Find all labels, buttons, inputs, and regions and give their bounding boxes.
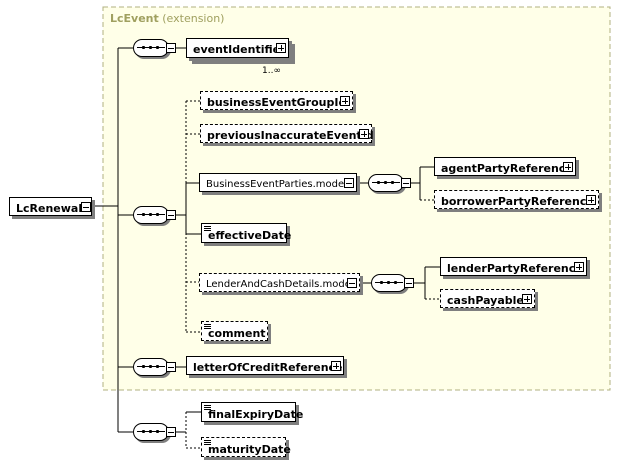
collapse-icon[interactable] xyxy=(401,178,411,188)
group-label: BusinessEventParties.model xyxy=(206,179,347,190)
group-lender-and-cash-details-model[interactable]: LenderAndCashDetails.model xyxy=(199,273,360,292)
expand-icon[interactable] xyxy=(574,262,584,272)
simple-type-icon xyxy=(204,226,211,231)
element-lender-party-reference[interactable]: lenderPartyReference xyxy=(440,257,587,276)
extension-title: LcEvent (extension) xyxy=(110,12,224,25)
expand-icon[interactable] xyxy=(359,129,369,139)
collapse-icon[interactable] xyxy=(347,278,357,288)
element-label: comment xyxy=(208,327,266,340)
cardinality-label: 1..∞ xyxy=(262,66,281,76)
element-effective-date[interactable]: effectiveDate xyxy=(201,223,291,243)
collapse-icon[interactable] xyxy=(166,427,176,437)
expand-icon[interactable] xyxy=(522,294,532,304)
element-label: agentPartyReference xyxy=(441,162,573,175)
element-label: previousInaccurateEventId xyxy=(207,129,374,142)
collapse-icon[interactable] xyxy=(166,362,176,372)
element-previous-inaccurate-event-id[interactable]: previousInaccurateEventId xyxy=(200,124,374,143)
element-agent-party-reference[interactable]: agentPartyReference xyxy=(434,157,576,176)
element-label: businessEventGroupId xyxy=(207,96,347,109)
element-label: effectiveDate xyxy=(208,229,292,242)
element-borrower-party-reference[interactable]: borrowerPartyReference xyxy=(434,190,599,209)
element-label: lenderPartyReference xyxy=(447,262,583,275)
sequence-compositor-letter[interactable] xyxy=(133,358,169,376)
root-label: LcRenewal xyxy=(16,202,83,215)
extension-kind: (extension) xyxy=(162,12,225,25)
element-cash-payable[interactable]: cashPayable xyxy=(440,289,535,308)
element-label: cashPayable xyxy=(447,294,524,307)
collapse-icon[interactable] xyxy=(344,178,354,188)
element-event-identifier[interactable]: eventIdentifier xyxy=(186,38,289,58)
collapse-icon[interactable] xyxy=(404,278,414,288)
collapse-icon[interactable] xyxy=(166,210,176,220)
group-label: LenderAndCashDetails.model xyxy=(206,279,354,290)
sequence-compositor-lender[interactable] xyxy=(371,274,407,292)
element-label: borrowerPartyReference xyxy=(441,195,594,208)
sequence-compositor-main[interactable] xyxy=(133,206,169,224)
element-label: eventIdentifier xyxy=(193,43,286,56)
element-label: maturityDate xyxy=(208,443,291,456)
sequence-compositor-parties[interactable] xyxy=(368,174,404,192)
collapse-icon[interactable] xyxy=(81,202,91,212)
element-label: finalExpiryDate xyxy=(208,408,304,421)
expand-icon[interactable] xyxy=(563,162,573,172)
simple-type-icon xyxy=(204,440,211,445)
element-final-expiry-date[interactable]: finalExpiryDate xyxy=(201,402,303,422)
element-maturity-date[interactable]: maturityDate xyxy=(201,437,291,457)
group-business-event-parties-model[interactable]: BusinessEventParties.model xyxy=(199,173,357,192)
expand-icon[interactable] xyxy=(586,195,596,205)
sequence-compositor-dates[interactable] xyxy=(133,423,169,441)
element-letter-of-credit-reference[interactable]: letterOfCreditReference xyxy=(186,356,344,375)
root-element-lcrenewal[interactable]: LcRenewal xyxy=(9,197,92,216)
sequence-compositor-identifier[interactable] xyxy=(133,39,169,57)
simple-type-icon xyxy=(204,324,211,329)
collapse-icon[interactable] xyxy=(166,43,176,53)
extension-type-name: LcEvent xyxy=(110,12,159,25)
simple-type-icon xyxy=(204,405,211,410)
expand-icon[interactable] xyxy=(276,43,286,53)
element-comment[interactable]: comment xyxy=(201,321,268,341)
expand-icon[interactable] xyxy=(331,361,341,371)
element-business-event-group-id[interactable]: businessEventGroupId xyxy=(200,91,353,110)
expand-icon[interactable] xyxy=(340,96,350,106)
element-label: letterOfCreditReference xyxy=(193,361,343,374)
